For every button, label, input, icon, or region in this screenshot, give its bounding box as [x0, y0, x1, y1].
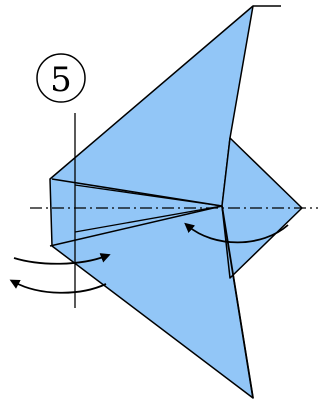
step-circle: [36, 53, 86, 103]
turn-over-arrow-upper: [13, 253, 111, 265]
turn-over-arrow-lower: [9, 279, 107, 294]
crease-inner-upper: [74, 184, 223, 207]
crease-inner-lower: [74, 205, 223, 233]
step-marker: 5: [36, 53, 86, 103]
step-number: 5: [50, 60, 72, 100]
fold-arrow-icon: [184, 222, 289, 244]
turn-over-arrows-icon: [9, 253, 111, 294]
crease-diagonal-lower: [221, 205, 254, 399]
crease-lower: [49, 205, 223, 247]
